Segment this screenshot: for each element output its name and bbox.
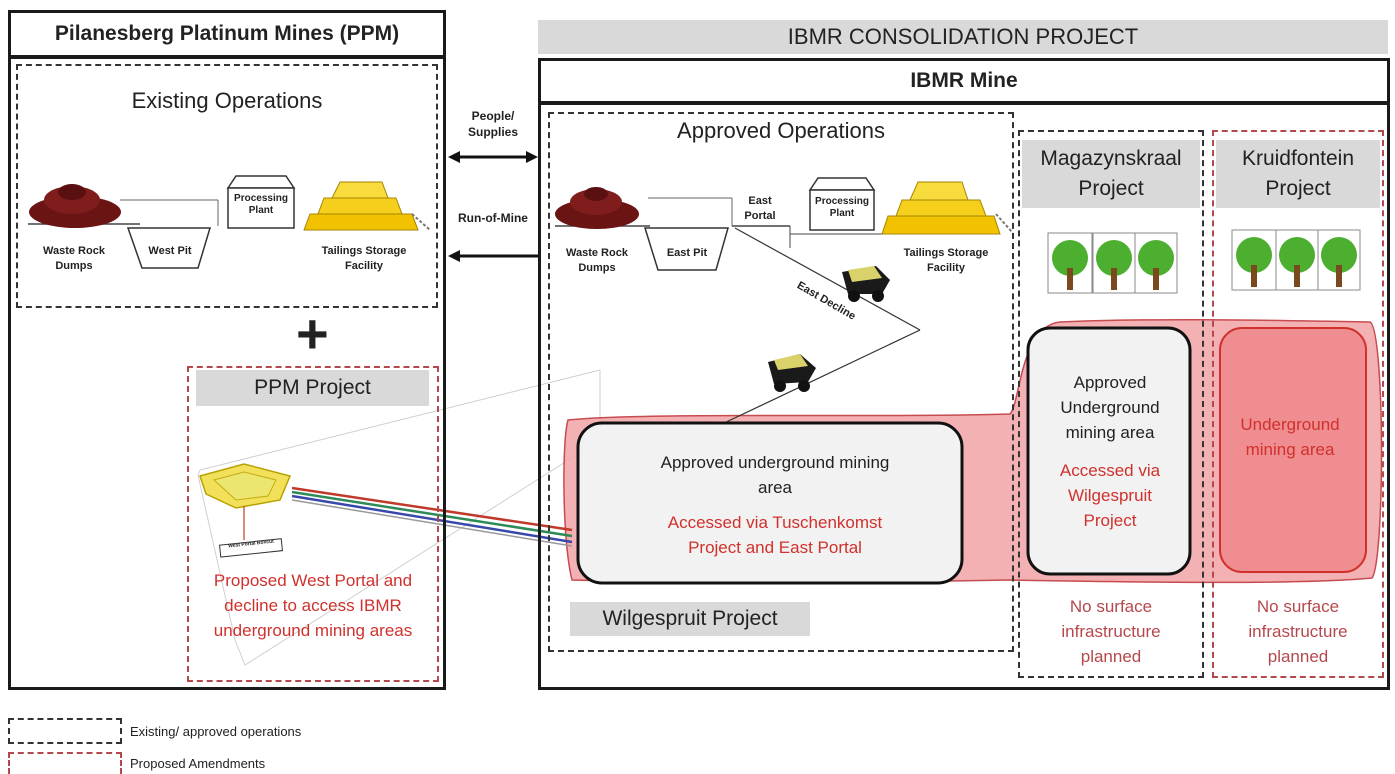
ppm-existing-heading: Existing Operations <box>131 88 323 113</box>
ppm-project-outline <box>197 369 601 666</box>
magazynskraal-title: Magazynskraal Project <box>1022 140 1200 208</box>
ibmr-frame <box>538 102 1390 690</box>
ppm-west-pit-label: West Pit <box>148 245 192 257</box>
ppm-frame <box>8 56 446 690</box>
kruidfontein-title: Kruidfontein Project <box>1216 140 1380 208</box>
kruidfontein-area-text: Underground mining area <box>1240 415 1340 459</box>
ibmr-mine-title: IBMR Mine <box>538 58 1390 104</box>
ibmr-approved-box <box>548 112 1014 652</box>
approved-access-text: Accessed via Tuschenkomst Project and Ea… <box>667 513 883 557</box>
ibmr-tailings-label: Tailings Storage Facility <box>903 247 989 274</box>
tree-icon-group-kruidfontein <box>1231 229 1361 291</box>
processing-plant-ibmr <box>808 177 876 231</box>
processing-plant-ppm <box>226 175 296 229</box>
legend-proposed-label: Proposed Amendments <box>130 756 266 771</box>
haul-truck-icon-lower <box>768 354 816 392</box>
tree-icon-group-magazynskraal <box>1047 232 1178 294</box>
ibmr-processing-plant-label: Processing Plant <box>815 196 869 219</box>
ppm-proposed-text: Proposed West Portal and decline to acce… <box>213 571 413 640</box>
magazynskraal-area-text: Approved Underground mining area <box>1060 373 1160 442</box>
magazynskraal-access-text: Accessed via Wilgespruit Project <box>1059 461 1161 530</box>
kruidfontein-box <box>1212 130 1384 678</box>
tailings-ppm <box>303 181 431 231</box>
ppm-project-label: PPM Project <box>196 370 429 406</box>
ppm-processing-plant-label: Processing Plant <box>234 193 288 216</box>
ppm-project-box <box>187 366 439 682</box>
waste-rock-pile-ibmr <box>555 187 639 229</box>
east-pit-shape <box>643 227 729 271</box>
ibmr-consolidation-title: IBMR CONSOLIDATION PROJECT <box>538 20 1388 54</box>
rom-arrowhead <box>448 250 460 262</box>
ppm-tailings-label: Tailings Storage Facility <box>321 245 407 272</box>
ppm-existing-box <box>16 64 438 308</box>
ibmr-waste-rock-label: Waste Rock Dumps <box>566 247 628 274</box>
waste-rock-pile-ppm <box>29 184 121 228</box>
west-portal-boxcut-icon <box>199 463 292 509</box>
haul-truck-icon-upper <box>842 266 890 302</box>
legend-proposed-swatch <box>8 752 122 774</box>
legend-existing-swatch <box>8 718 122 744</box>
ppm-waste-rock-label: Waste Rock Dumps <box>43 245 105 272</box>
east-portal-label: East Portal <box>744 195 776 222</box>
people-arrowhead-right <box>526 151 538 163</box>
magazynskraal-area-shape <box>1026 326 1192 576</box>
tailings-ibmr <box>881 181 1013 235</box>
ibmr-approved-heading: Approved Operations <box>677 118 885 143</box>
wilgespruit-label: Wilgespruit Project <box>570 602 810 636</box>
approved-area-text: Approved underground mining area <box>660 453 890 497</box>
kruidfontein-no-surface: No surface infrastructure planned <box>1248 597 1348 666</box>
legend-existing-label: Existing/ approved operations <box>130 724 302 739</box>
west-pit-shape <box>126 227 212 269</box>
magazynskraal-box <box>1018 130 1204 678</box>
people-supplies-label: People/ Supplies <box>467 109 518 139</box>
magazynskraal-no-surface: No surface infrastructure planned <box>1061 597 1161 666</box>
people-arrowhead-left <box>448 151 460 163</box>
plus-sign: + <box>296 302 329 365</box>
kruidfontein-zone <box>1219 327 1367 573</box>
ibmr-east-pit-label: East Pit <box>666 247 708 259</box>
run-of-mine-label: Run-of-Mine <box>458 211 528 225</box>
approved-area-shape <box>576 421 964 585</box>
ppm-title: Pilanesberg Platinum Mines (PPM) <box>8 10 446 58</box>
